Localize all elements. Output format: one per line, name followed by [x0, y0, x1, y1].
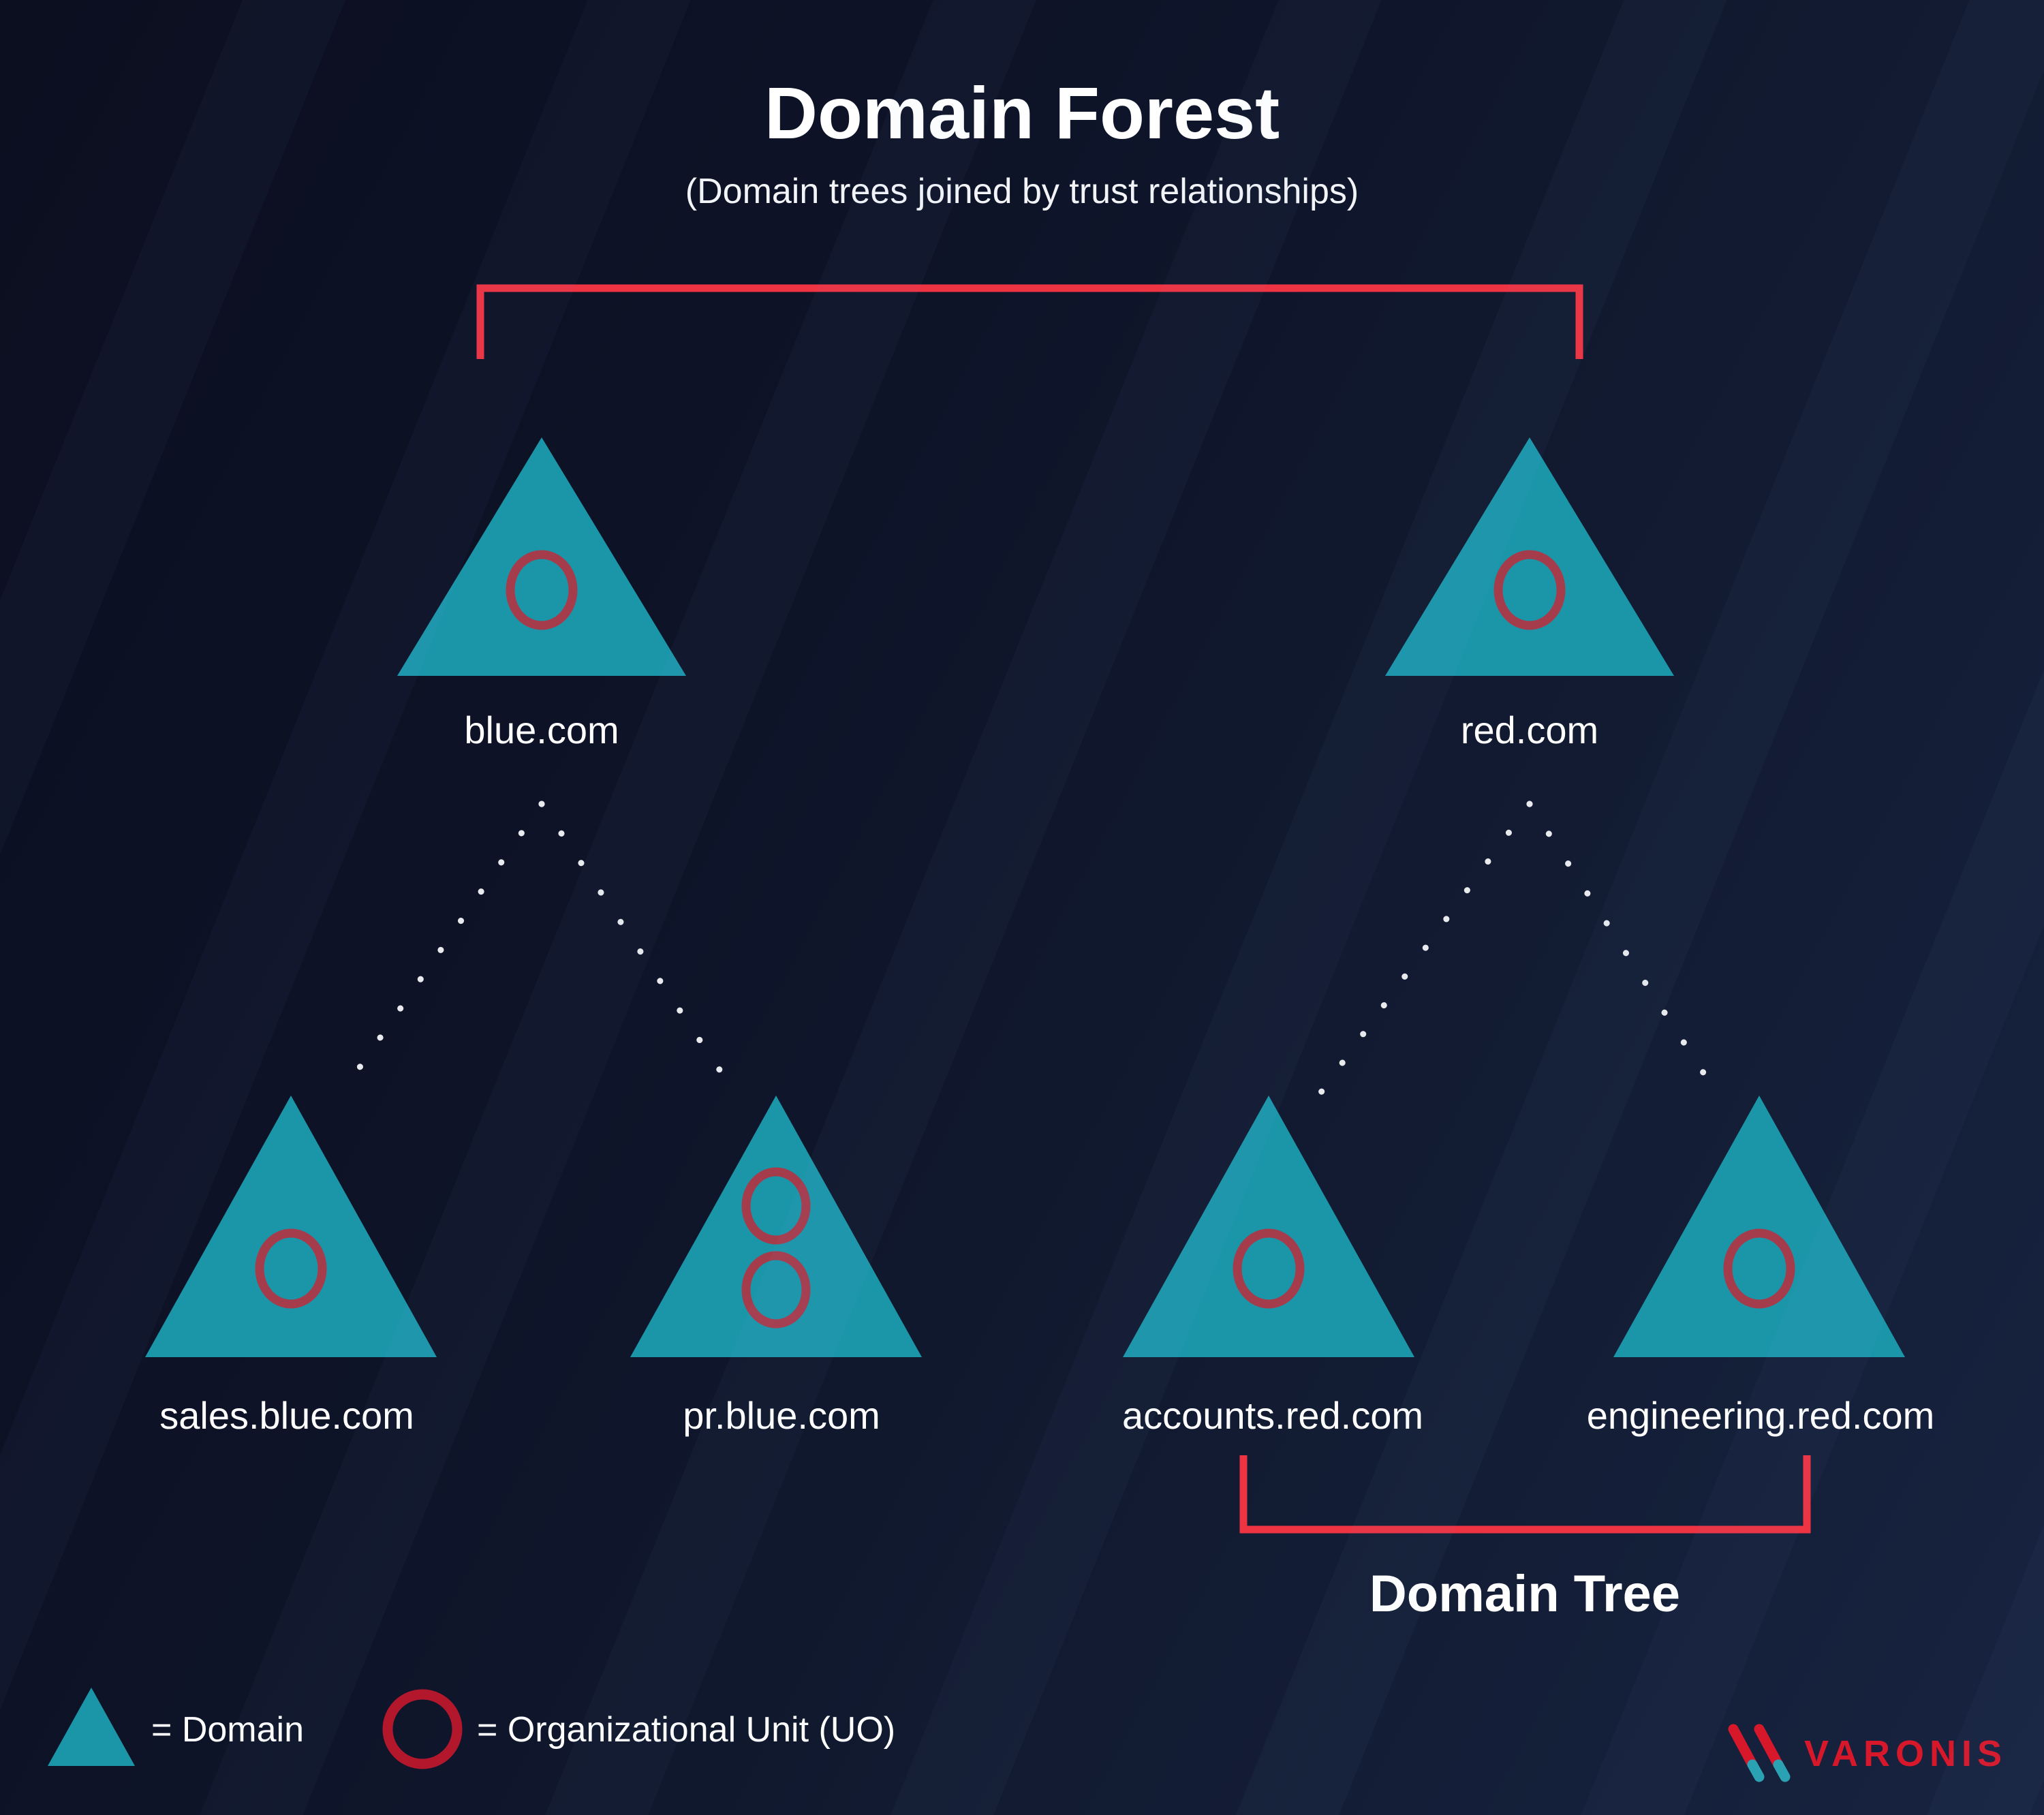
- domain-label-engineering: engineering.red.com: [1586, 1394, 1935, 1437]
- trust-bracket: [476, 284, 1583, 359]
- domain-label-accounts: accounts.red.com: [1122, 1394, 1423, 1437]
- domain-label-pr: pr.blue.com: [683, 1394, 880, 1437]
- edge-red-to-accounts: [1314, 801, 1533, 1100]
- ou-circle-red: [1493, 550, 1566, 630]
- varonis-wordmark: VARONIS: [1804, 1733, 2008, 1774]
- page-subtitle: (Domain trees joined by trust relationsh…: [685, 172, 1359, 211]
- edge-blue-to-sales: [337, 801, 545, 1098]
- ou-circle-pr-1: [741, 1167, 811, 1245]
- domain-triangle-sales: [145, 1096, 437, 1357]
- ou-circle-engineering: [1723, 1228, 1795, 1309]
- domain-label-sales: sales.blue.com: [159, 1394, 414, 1437]
- domain-triangle-engineering: [1613, 1096, 1905, 1357]
- domain-tree-bracket: [1239, 1455, 1811, 1534]
- domain-label-red: red.com: [1460, 709, 1599, 751]
- domain-triangle-pr: [630, 1096, 922, 1357]
- ou-circle-sales: [255, 1228, 327, 1309]
- legend-ou-circle: [382, 1689, 463, 1769]
- ou-circle-pr-2: [741, 1251, 811, 1329]
- ou-circle-accounts: [1233, 1228, 1305, 1309]
- edge-red-to-engineering: [1526, 801, 1715, 1089]
- legend-ou-label: = Organizational Unit (UO): [477, 1710, 896, 1750]
- ou-circle-blue: [506, 550, 578, 630]
- edge-blue-to-pr: [538, 801, 735, 1091]
- domain-tree-caption: Domain Tree: [1369, 1565, 1681, 1623]
- legend-domain-triangle: [48, 1688, 135, 1766]
- domain-label-blue: blue.com: [464, 709, 619, 751]
- legend-domain-label: = Domain: [151, 1710, 304, 1750]
- varonis-logo-icon: [1728, 1724, 1791, 1782]
- page-title: Domain Forest: [764, 72, 1280, 154]
- domain-triangle-accounts: [1123, 1096, 1414, 1357]
